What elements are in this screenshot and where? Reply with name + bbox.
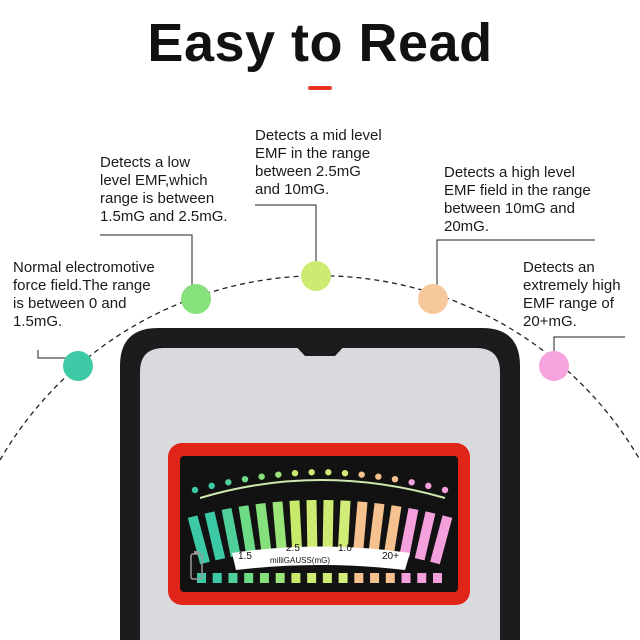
meter-segment xyxy=(417,573,427,583)
meter-segment xyxy=(354,573,364,583)
meter-segment xyxy=(228,573,238,583)
meter-bar xyxy=(368,503,385,552)
leader-lines xyxy=(37,204,625,359)
unit-label: milliGAUSS(mG) xyxy=(270,556,330,565)
meter-segment xyxy=(275,573,285,583)
level-desc-mid: Detects a mid level EMF in the range bet… xyxy=(255,127,382,198)
level-desc-low: Detects a low level EMF,which range is b… xyxy=(100,154,228,225)
meter-bar xyxy=(322,499,334,549)
meter-bar xyxy=(204,511,226,561)
level-desc-extreme: Detects an extremely high EMF range of 2… xyxy=(523,259,621,330)
device-notch xyxy=(290,340,350,356)
meter-dot xyxy=(375,473,382,480)
meter-bar xyxy=(414,511,436,561)
scale-label-1: 1.5 xyxy=(238,551,252,562)
meter-segment xyxy=(212,573,222,583)
meter-marks xyxy=(187,469,453,583)
level-desc-high: Detects a high level EMF field in the ra… xyxy=(444,164,591,235)
meter-bar xyxy=(353,501,368,551)
scale-band xyxy=(232,546,410,570)
level-dots xyxy=(63,261,569,381)
meter-bar xyxy=(384,505,402,555)
meter-dot xyxy=(391,476,399,483)
meter-dot xyxy=(291,470,299,477)
meter-segment xyxy=(259,573,269,583)
meter-dot xyxy=(408,479,415,486)
meter-segment xyxy=(385,573,395,583)
scale-label-3: 1.0 xyxy=(338,543,352,554)
meter-bar xyxy=(289,500,302,549)
title-underline xyxy=(308,86,332,90)
meter-dot xyxy=(241,476,249,483)
level-desc-normal: Normal electromotive force field.The ran… xyxy=(13,259,155,330)
meter-segment xyxy=(401,573,411,583)
battery-cap xyxy=(194,551,199,554)
meter-bar xyxy=(306,499,318,549)
meter-bar xyxy=(338,500,351,549)
meter-segment xyxy=(338,573,348,583)
meter-bar xyxy=(399,507,419,558)
meter-dot xyxy=(208,482,215,490)
meter-dot xyxy=(308,469,315,476)
level-dot xyxy=(418,284,448,314)
meter-dot xyxy=(441,486,449,494)
level-dot xyxy=(539,351,569,381)
scale-label-4: 20+ xyxy=(382,551,399,562)
meter-segment xyxy=(307,573,317,583)
meter-dot xyxy=(191,486,199,494)
meter-segment xyxy=(433,573,442,583)
meter-bar xyxy=(430,515,453,565)
meter-bar xyxy=(221,507,241,558)
display-screen xyxy=(180,456,458,592)
meter-segment xyxy=(291,573,301,583)
level-dot xyxy=(181,284,211,314)
meter-dot xyxy=(275,471,282,478)
level-dot xyxy=(301,261,331,291)
meter-dot xyxy=(225,479,232,486)
meter-arc xyxy=(199,479,446,499)
meter-bar xyxy=(238,505,256,555)
level-dot xyxy=(63,351,93,381)
meter-dot xyxy=(425,482,432,490)
meter-segment xyxy=(370,573,380,583)
meter-dot xyxy=(325,469,332,476)
scale-label-2: 2.5 xyxy=(286,543,300,554)
meter-bar xyxy=(187,515,210,565)
meter-dot xyxy=(341,470,349,477)
meter-dot xyxy=(258,473,265,480)
meter-bar xyxy=(255,503,272,552)
meter-dot xyxy=(358,471,365,478)
meter-segment xyxy=(322,573,332,583)
page-title: Easy to Read xyxy=(147,13,493,73)
meter-bar xyxy=(272,501,287,551)
meter-segment xyxy=(244,573,254,583)
